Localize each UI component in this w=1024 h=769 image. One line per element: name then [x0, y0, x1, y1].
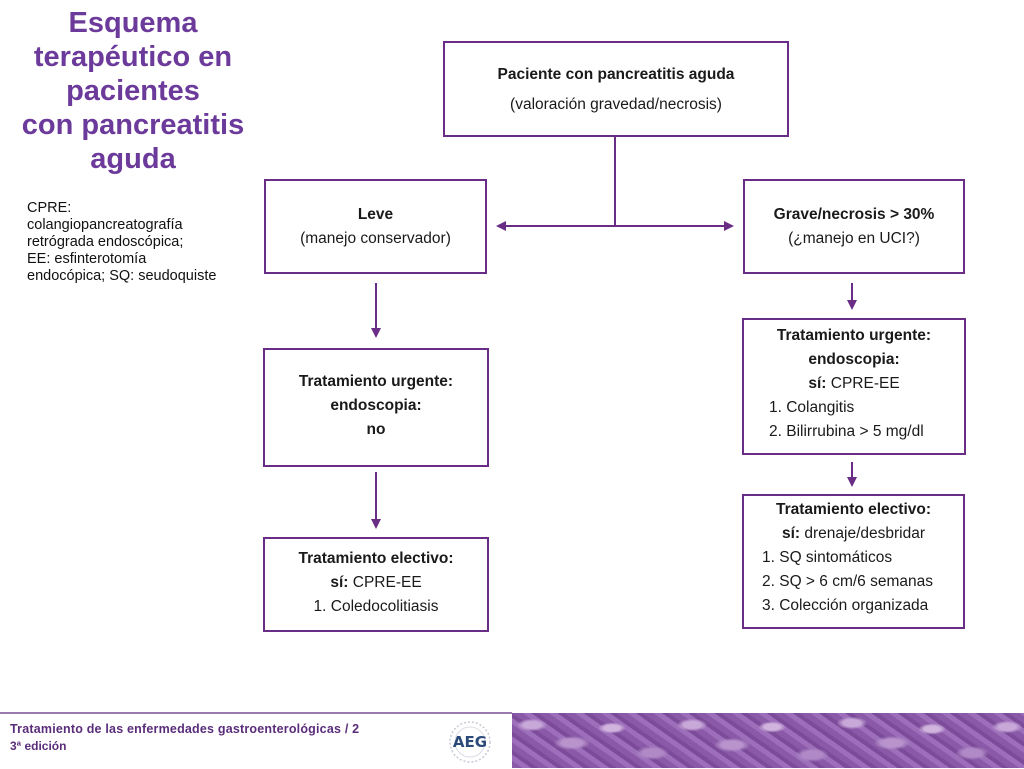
- si-value: CPRE-EE: [352, 574, 422, 591]
- title-line: Esquema: [68, 7, 198, 39]
- leve-urgente-line3: no: [366, 421, 386, 438]
- leve-urgente-line1: Tratamiento urgente:: [298, 373, 454, 390]
- page-title: Esquema terapéutico en pacientes con pan…: [8, 6, 258, 176]
- si-label: sí:: [330, 574, 349, 591]
- grave-electivo-list: 1. SQ sintomáticos 2. SQ > 6 cm/6 semana…: [744, 546, 963, 618]
- leve-electivo-item1: 1. Coledocolitiasis: [313, 598, 439, 615]
- title-line: con pancreatitis: [21, 109, 245, 141]
- logo-seal-icon: [449, 721, 491, 763]
- root-subtitle: (valoración gravedad/necrosis): [510, 96, 722, 113]
- legend-line: retrógrada endoscópica;: [27, 234, 184, 250]
- grave-electivo-line1: Tratamiento electivo:: [775, 501, 932, 518]
- title-line: pacientes: [66, 75, 200, 107]
- footer-texture-image: [512, 713, 1024, 768]
- grave-electivo-box: Tratamiento electivo: sí: drenaje/desbri…: [742, 494, 965, 629]
- grave-urgente-line2: endoscopia:: [808, 351, 900, 368]
- grave-electivo-item2: 2. SQ > 6 cm/6 semanas: [762, 573, 934, 590]
- logo-text: AEG: [452, 733, 488, 751]
- leve-electivo-line1: Tratamiento electivo:: [298, 550, 454, 567]
- footer-book-title: Tratamiento de las enfermedades gastroen…: [10, 722, 360, 736]
- abbreviations-legend: CPRE: colangiopancreatografía retrógrada…: [27, 200, 257, 285]
- grave-urgente-line1: Tratamiento urgente:: [776, 327, 932, 344]
- leve-electivo-box: Tratamiento electivo: sí: CPRE-EE 1. Col…: [263, 537, 489, 632]
- legend-line: endocópica; SQ: seudoquiste: [27, 268, 217, 284]
- legend-line: CPRE:: [27, 200, 72, 216]
- footer-divider: [0, 712, 512, 714]
- legend-line: colangiopancreatografía: [27, 217, 183, 233]
- leve-urgente-line2: endoscopia:: [330, 397, 422, 414]
- leve-electivo-si: sí: CPRE-EE: [265, 571, 487, 595]
- si-label: sí:: [808, 375, 827, 392]
- grave-subtitle: (¿manejo en UCI?): [788, 230, 920, 247]
- grave-urgente-list: 1. Colangitis 2. Bilirrubina > 5 mg/dl: [744, 396, 964, 444]
- grave-electivo-si: sí: drenaje/desbridar: [744, 522, 963, 546]
- legend-line: EE: esfinterotomía: [27, 251, 147, 267]
- grave-electivo-item1: 1. SQ sintomáticos: [762, 549, 893, 566]
- si-label: sí:: [781, 525, 801, 542]
- si-value: CPRE-EE: [830, 375, 900, 392]
- grave-urgente-item1: 1. Colangitis: [769, 399, 855, 416]
- title-line: aguda: [90, 143, 176, 175]
- leve-subtitle: (manejo conservador): [300, 230, 451, 247]
- leve-title: Leve: [357, 206, 394, 223]
- aeg-logo: AEG: [446, 720, 494, 764]
- leve-box: Leve (manejo conservador): [264, 179, 487, 274]
- grave-urgente-item2: 2. Bilirrubina > 5 mg/dl: [769, 423, 924, 440]
- grave-urgente-box: Tratamiento urgente: endoscopia: sí: CPR…: [742, 318, 966, 455]
- footer-edition: 3ª edición: [10, 739, 67, 753]
- root-box: Paciente con pancreatitis aguda (valorac…: [443, 41, 789, 137]
- root-title: Paciente con pancreatitis aguda: [497, 66, 735, 83]
- grave-electivo-item3: 3. Colección organizada: [762, 597, 929, 614]
- si-value: drenaje/desbridar: [804, 525, 926, 542]
- title-line: terapéutico en: [33, 41, 233, 73]
- grave-urgente-si: sí: CPRE-EE: [744, 372, 964, 396]
- leve-urgente-box: Tratamiento urgente: endoscopia: no: [263, 348, 489, 467]
- grave-title: Grave/necrosis > 30%: [773, 206, 935, 223]
- grave-box: Grave/necrosis > 30% (¿manejo en UCI?): [743, 179, 965, 274]
